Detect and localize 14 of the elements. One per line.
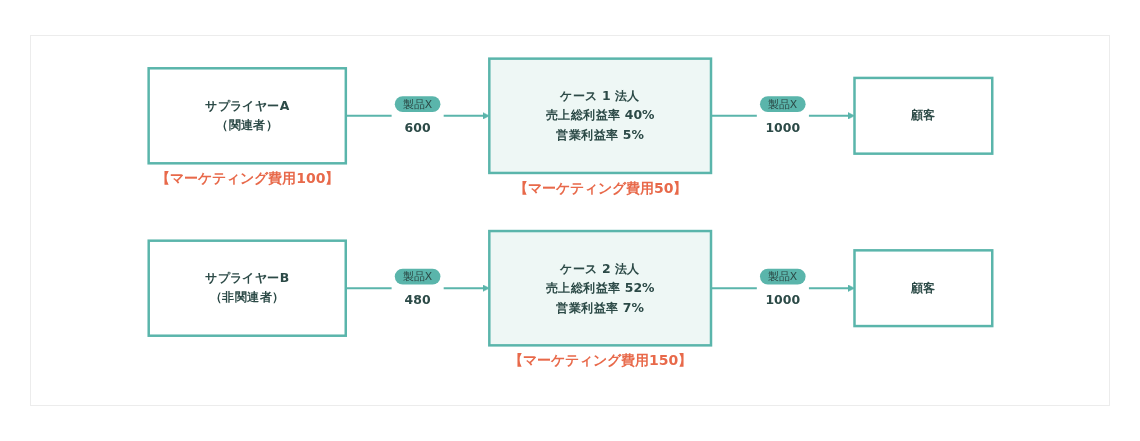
node-box	[852, 249, 994, 328]
cost-note: 【マーケティング費用50】	[513, 179, 688, 198]
edge-label: 製品X 1000	[764, 270, 800, 308]
node-box	[852, 76, 994, 155]
cost-note: 【マーケティング費用100】	[156, 170, 340, 189]
node-box	[487, 57, 712, 175]
panel-frame: 製品X 600 製品X 1000 製品X 480 製品X 1000 サプライヤーA （関連者） ケース 1 法人 売上総利益率 40% 営業利益率 5% 顧客 サプライヤーB （非関連者） ケース 2 法人 売上総利益率 52% 営業利益率 7% 顧客 【マーケティング費用100】 【マーケティング費用50】 【マーケティング費用150】	[30, 35, 1110, 406]
edge-label: 製品X 1000	[764, 97, 800, 135]
cost-note: 【マーケティング費用150】	[509, 352, 693, 371]
node-box	[147, 239, 347, 337]
node-box	[487, 229, 712, 347]
node-box	[146, 67, 347, 165]
edge-label: 製品X 600	[402, 97, 432, 135]
edge-label: 製品X 480	[402, 270, 432, 308]
